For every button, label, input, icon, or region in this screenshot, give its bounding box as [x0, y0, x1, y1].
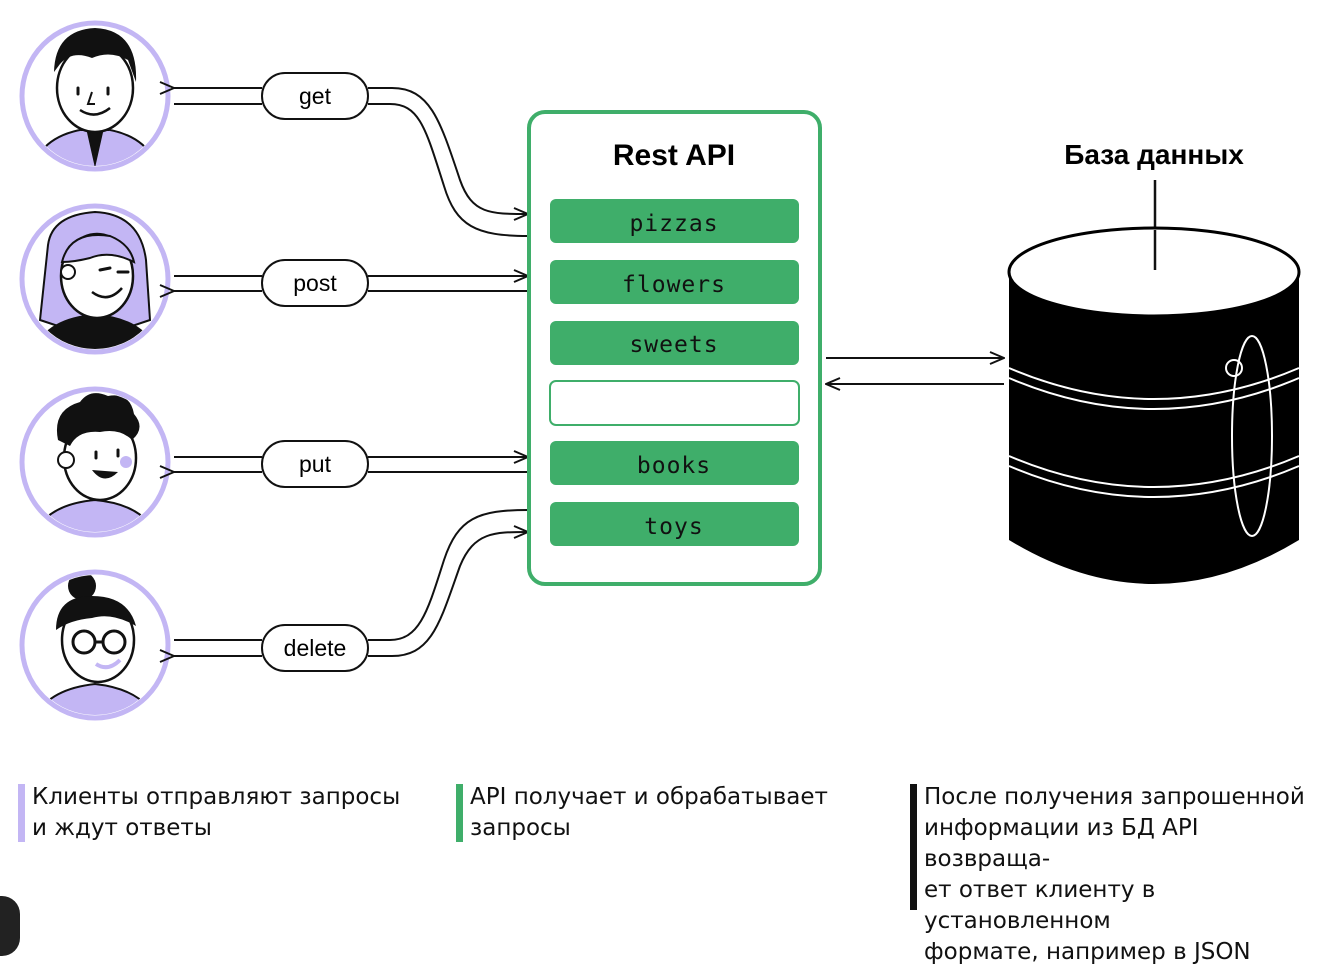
caption-response-bar: [910, 784, 917, 910]
method-get: get: [261, 72, 369, 120]
resource-toys-label: toys: [644, 514, 703, 540]
resource-books: [550, 441, 799, 485]
method-put-label: put: [299, 451, 332, 477]
method-post: post: [261, 259, 369, 307]
corner-badge: [0, 896, 20, 956]
method-get-label: get: [299, 83, 332, 109]
resource-empty: [549, 380, 800, 426]
rest-api-box: Rest API pizzas flowers sweets books toy…: [527, 110, 822, 586]
resource-pizzas-label: pizzas: [629, 211, 718, 237]
caption-clients-bar: [18, 784, 25, 842]
client-avatar-4: [19, 569, 171, 721]
caption-api-line-1: API получает и обрабатывает: [470, 784, 828, 810]
caption-clients-line-1: Клиенты отправляют запросы: [32, 784, 401, 810]
caption-api-line-2: запросы: [470, 815, 571, 841]
client-avatar-2: [19, 203, 171, 355]
caption-clients-line-2: и ждут ответы: [32, 815, 212, 841]
database-cylinder-icon: [1007, 226, 1301, 584]
client-avatar-1: [19, 20, 171, 172]
resource-flowers: [550, 260, 799, 304]
resource-flowers-label: flowers: [622, 272, 726, 298]
client-avatar-3: [19, 386, 171, 538]
resource-sweets: [550, 321, 799, 365]
method-delete-label: delete: [284, 635, 347, 661]
caption-response-line-2: информации из БД API возвраща-: [924, 815, 1199, 872]
caption-response: После получения запрошенной информации и…: [910, 782, 1330, 968]
database-title: База данных: [1064, 139, 1244, 170]
method-delete: delete: [261, 624, 369, 672]
caption-api-bar: [456, 784, 463, 842]
method-post-label: post: [293, 270, 337, 296]
resource-sweets-label: sweets: [629, 332, 718, 358]
caption-response-line-4: формате, например в JSON: [924, 939, 1251, 965]
resource-toys: [550, 502, 799, 546]
caption-api: API получает и обрабатывает запросы: [456, 782, 856, 844]
method-put: put: [261, 440, 369, 488]
rest-api-diagram: get post put delete Rest API pizzas flow…: [19, 20, 1301, 721]
api-box-title: Rest API: [613, 139, 735, 172]
resource-pizzas: [550, 199, 799, 243]
resource-books-label: books: [637, 453, 711, 479]
caption-response-line-1: После получения запрошенной: [924, 784, 1305, 810]
caption-clients: Клиенты отправляют запросы и ждут ответы: [18, 782, 418, 844]
